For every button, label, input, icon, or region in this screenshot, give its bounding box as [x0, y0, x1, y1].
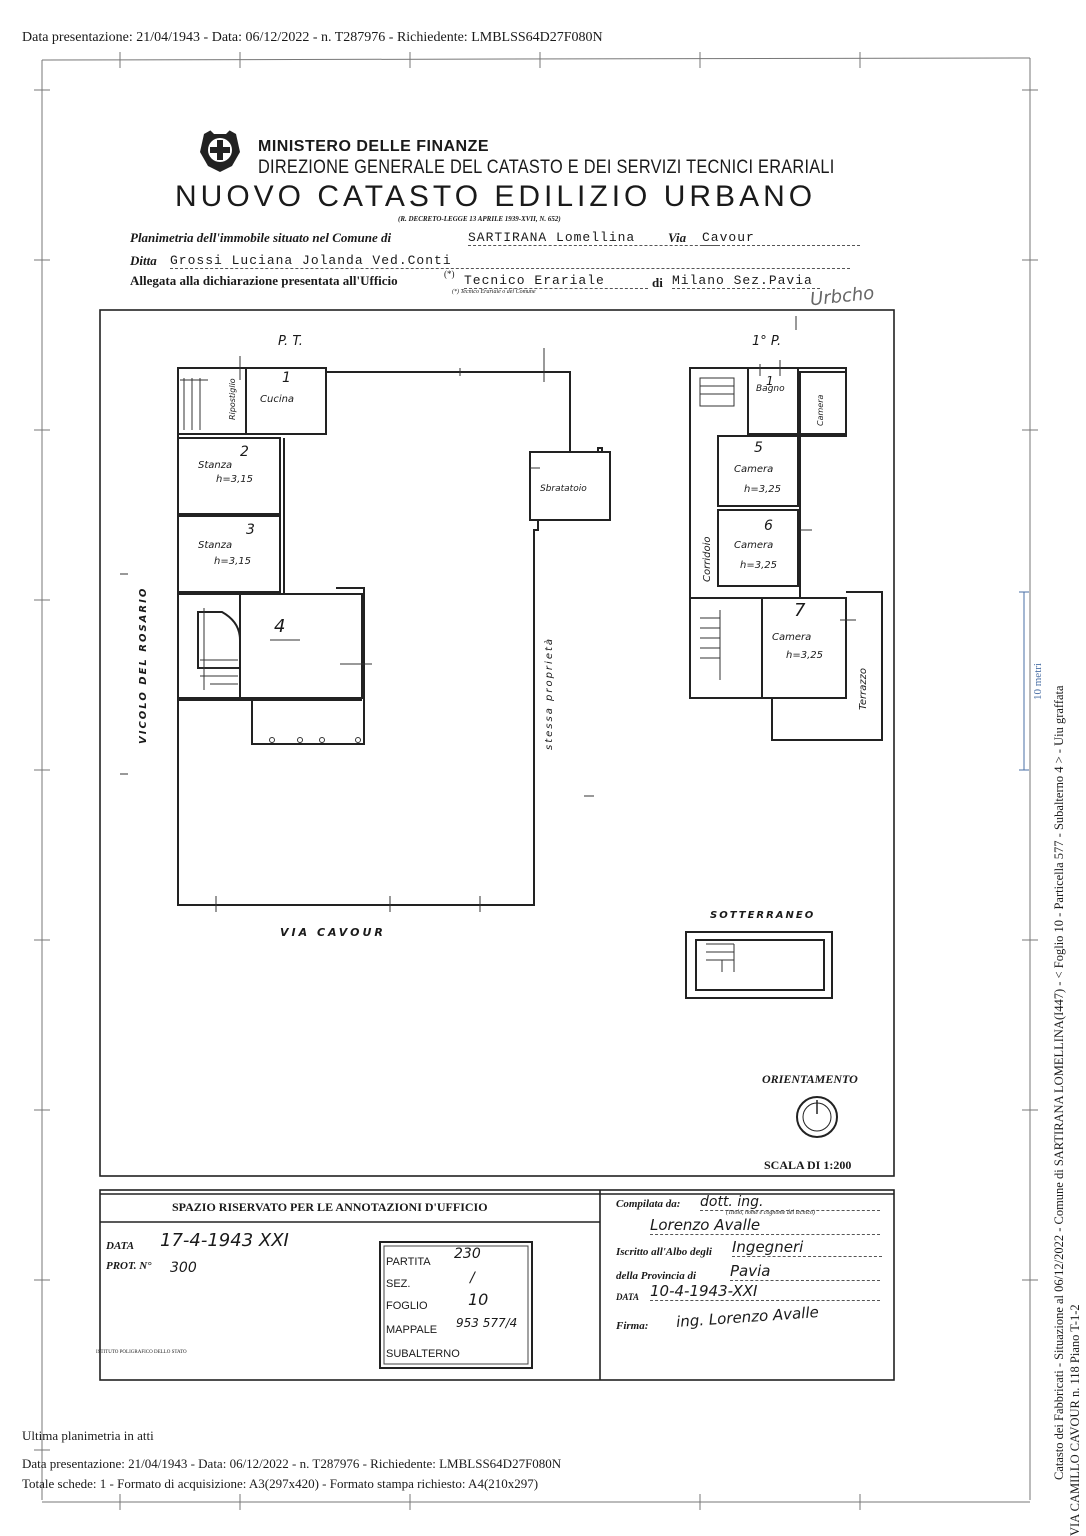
form-line-municipality: Planimetria dell'immobile situato nel Co… — [130, 230, 860, 246]
office-value: Tecnico Erariale — [464, 273, 648, 289]
room-2-height: h=3,15 — [216, 474, 253, 485]
form-line-owner: Ditta Grossi Luciana Jolanda Ved.Conti — [130, 253, 850, 269]
office-prot-value: 300 — [170, 1260, 197, 1276]
header-submission-line: Data presentazione: 21/04/1943 - Data: 0… — [22, 30, 603, 45]
room-corridoio-label: Corridoio — [702, 536, 713, 582]
side-address-info: VIA CAMILLO CAVOUR n. 118 Piano T-1-2 — [1068, 1304, 1082, 1536]
stamp-foglio-label: FOGLIO — [386, 1300, 428, 1312]
room-4-number: 4 — [274, 616, 286, 637]
stamp-sez-value: / — [470, 1270, 475, 1286]
office-prot-label: PROT. N° — [106, 1260, 152, 1272]
room-3-height: h=3,15 — [214, 556, 251, 567]
room-sbratatoio-label: Sbratatoio — [540, 484, 587, 494]
office-box-title: SPAZIO RISERVATO PER LE ANNOTAZIONI D'UF… — [172, 1200, 488, 1214]
room-5-number: 5 — [754, 440, 763, 456]
province-label: della Provincia di — [616, 1270, 697, 1282]
scale-label: SCALA DI 1:200 — [764, 1158, 852, 1172]
room-7-label: Camera — [772, 632, 812, 643]
form-line-office: Allegata alla dichiarazione presentata a… — [130, 269, 890, 299]
street-bottom-label: VIA CAVOUR — [280, 926, 386, 939]
stamp-mappale-label: MAPPALE — [386, 1324, 438, 1336]
albo-label: Iscritto all'Albo degli — [616, 1246, 712, 1258]
stamp-foglio-value: 10 — [468, 1290, 489, 1309]
signature-label: Firma: — [616, 1320, 649, 1332]
office-footnote-marker: (*) — [444, 269, 455, 279]
room-7-number: 7 — [794, 600, 806, 621]
document-title: NUOVO CATASTO EDILIZIO URBANO — [175, 180, 817, 213]
municipality-label: Planimetria dell'immobile situato nel Co… — [130, 230, 392, 245]
office-date-label: DATA — [106, 1240, 135, 1252]
room-2-label: Stanza — [198, 460, 233, 471]
room-5-label: Camera — [734, 464, 774, 475]
room-ripostiglio-label: Ripostiglio — [228, 378, 237, 420]
stamp-subalterno-label: SUBALTERNO — [386, 1348, 460, 1360]
province-value: Pavia — [730, 1262, 880, 1281]
compiler-date-label: DATA — [616, 1292, 640, 1302]
ministry-title: MINISTERO DELLE FINANZE — [258, 138, 490, 155]
compiler-name: Lorenzo Avalle — [650, 1216, 880, 1235]
albo-value: Ingegneri — [732, 1238, 882, 1257]
footer-submission-line: Data presentazione: 21/04/1943 - Data: 0… — [22, 1456, 562, 1471]
compiled-label: Compilata da: — [616, 1198, 681, 1210]
via-value: Cavour — [702, 230, 860, 246]
office-di: di — [652, 275, 663, 290]
orientation-label: ORIENTAMENTO — [762, 1072, 858, 1086]
room-6-height: h=3,25 — [740, 560, 777, 571]
compiled-note: (Titolo, nome e cognome del tecnico) — [726, 1210, 815, 1216]
via-label: Via — [668, 230, 687, 245]
office-footnote: (*) Tecnico Erariale o del Comune — [452, 289, 536, 295]
room-terrazzo-label: Terrazzo — [858, 668, 869, 710]
room-bagno-number: 1 — [766, 374, 774, 388]
first-floor-label: 1° P. — [752, 334, 782, 349]
room-1-number: 1 — [282, 370, 291, 386]
room-5-height: h=3,25 — [744, 484, 781, 495]
office-label: Allegata alla dichiarazione presentata a… — [130, 273, 398, 288]
room-7-height: h=3,25 — [786, 650, 823, 661]
room-3-number: 3 — [246, 522, 255, 538]
owner-value: Grossi Luciana Jolanda Ved.Conti — [170, 253, 850, 269]
office-date-value: 17-4-1943 XXI — [160, 1230, 289, 1251]
room-small-camera-label: Camera — [816, 394, 825, 426]
footer-last-plan: Ultima planimetria in atti — [22, 1428, 154, 1443]
same-property-label: stessa proprietà — [544, 636, 555, 750]
compiled-value: dott. ing. — [700, 1194, 880, 1211]
stamp-sez-label: SEZ. — [386, 1278, 411, 1290]
room-bagno-label: Bagno — [756, 384, 785, 394]
room-cucina-label: Cucina — [260, 394, 295, 405]
municipality-value: SARTIRANA Lomellina — [468, 230, 718, 246]
owner-label: Ditta — [130, 253, 157, 268]
institute-label: ISTITUTO POLIGRAFICO DELLO STATO — [96, 1350, 187, 1355]
street-left-label: VICOLO DEL ROSARIO — [138, 586, 149, 744]
office-city: Milano Sez.Pavia — [672, 273, 820, 289]
stamp-partita-label: PARTITA — [386, 1256, 431, 1268]
footer-format-line: Totale schede: 1 - Formato di acquisizio… — [22, 1476, 539, 1491]
stamp-mappale-value: 953 577/4 — [456, 1316, 518, 1330]
emblem-icon — [200, 124, 240, 172]
room-2-number: 2 — [240, 444, 249, 460]
direction-title: DIREZIONE GENERALE DEL CATASTO E DEI SER… — [258, 157, 835, 178]
ground-floor-label: P. T. — [278, 334, 303, 349]
compiler-date-value: 10-4-1943-XXI — [650, 1282, 880, 1301]
side-cadastral-info: Catasto dei Fabbricati - Situazione al 0… — [1052, 685, 1066, 1480]
room-6-number: 6 — [764, 518, 773, 534]
stamp-partita-value: 230 — [454, 1246, 481, 1262]
room-6-label: Camera — [734, 540, 774, 551]
decree-reference: (R. DECRETO-LEGGE 13 APRILE 1939-XVII, N… — [398, 215, 561, 223]
basement-label: SOTTERRANEO — [710, 910, 816, 921]
cadastral-stamp-box — [379, 1241, 533, 1369]
scale-bar-label: 10 metri — [1032, 663, 1044, 700]
room-3-label: Stanza — [198, 540, 233, 551]
